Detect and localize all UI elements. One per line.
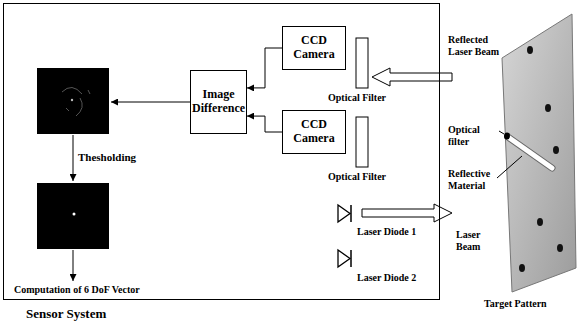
reflected-beam-arrow	[372, 68, 452, 86]
image-spot	[71, 99, 73, 101]
reflective-rod	[504, 133, 552, 169]
optical-filter	[356, 38, 368, 88]
text-label: Target Pattern	[484, 298, 547, 310]
laser-beam-arrow	[362, 204, 452, 222]
optical-filter	[356, 117, 368, 167]
sensor-system-box: Sensor SystemCCD CameraCCD CameraImage D…	[3, 3, 440, 300]
laser-diode-symbol	[338, 250, 351, 267]
text-label: Laser Diode 2	[357, 272, 416, 284]
text-label: Computation of 6 DoF Vector	[14, 284, 140, 296]
text-label: Optical filter	[448, 124, 500, 147]
system-heading: Sensor System	[26, 307, 106, 322]
camera-box: CCD Camera	[282, 26, 346, 70]
camera-box: CCD Camera	[282, 110, 346, 154]
box-label: CCD Camera	[286, 34, 342, 62]
text-label: Laser Diode 1	[357, 226, 416, 238]
image-spot	[73, 213, 76, 216]
process-box: Image Difference	[190, 70, 247, 134]
threshold-image	[37, 183, 109, 249]
connector	[247, 116, 282, 132]
text-label: Reflective Material	[448, 168, 500, 191]
text-label: Reflected Laser Beam	[448, 34, 506, 57]
target-plate	[502, 14, 576, 292]
image-noise	[62, 87, 90, 116]
laser-diode-symbol	[338, 205, 351, 222]
text-label: Thesholding	[78, 151, 136, 164]
flow-arrow	[111, 102, 190, 103]
box-label: Image Difference	[192, 88, 245, 116]
text-label: Laser Beam	[456, 229, 506, 252]
text-label: Optical Filter	[328, 171, 386, 183]
flow-arrow	[73, 135, 74, 181]
flow-arrow	[73, 250, 74, 281]
connector	[247, 48, 282, 88]
leader-line	[497, 156, 522, 178]
leader-line	[499, 131, 504, 134]
text-label: Optical Filter	[328, 92, 386, 104]
box-label: CCD Camera	[286, 118, 342, 146]
difference-image	[37, 68, 109, 134]
